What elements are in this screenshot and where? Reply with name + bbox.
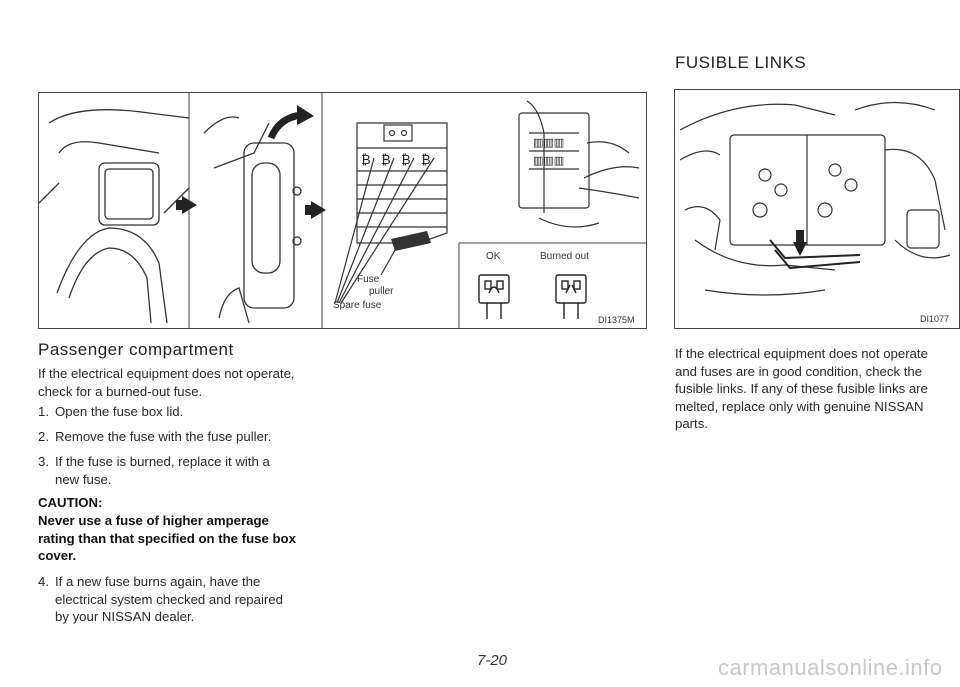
fusible-links-paragraph: If the electrical equipment does not ope… — [675, 346, 928, 431]
burned-out-label: Burned out — [540, 251, 589, 262]
step-3: 3. If the fuse is burned, replace it wit… — [38, 454, 270, 487]
svg-text:₿: ₿ — [421, 153, 431, 168]
battery-fusible-link-illustration — [679, 101, 951, 296]
fusible-link-box — [769, 239, 861, 270]
spare-fuse-label: Spare fuse — [333, 300, 382, 311]
small-fuse-icons: ▥▥▥ ▥▥▥ — [533, 136, 564, 167]
passenger-compartment-heading: Passenger compartment — [38, 340, 234, 359]
fuse-location-illustration: ₿ ₿ ₿ ₿ ▥▥▥ ▥▥▥ — [39, 93, 646, 328]
step-2: 2. Remove the fuse with the fuse puller. — [38, 429, 272, 444]
svg-text:₿: ₿ — [401, 153, 411, 168]
intro-paragraph: If the electrical equipment does not ope… — [38, 366, 295, 399]
page-number: 7-20 — [477, 652, 508, 669]
caution-body: Never use a fuse of higher amperage rati… — [38, 513, 296, 563]
footwell-sketch — [39, 109, 190, 324]
arrow-down-icon — [793, 242, 807, 256]
curved-arrow-icon — [297, 105, 314, 125]
step-4: 4. If a new fuse burns again, have the e… — [38, 574, 283, 624]
burned-fuse-icon — [555, 274, 587, 319]
fuse-puller-icon — [391, 231, 431, 251]
arrow-right-icon — [182, 196, 197, 214]
watermark: carmanualsonline.info — [718, 655, 943, 680]
side-panel-sketch — [203, 116, 302, 324]
fusible-links-heading: FUSIBLE LINKS — [675, 53, 807, 72]
hand-puller-sketch — [518, 100, 640, 228]
ok-label: OK — [486, 251, 501, 262]
passenger-compartment-figure: ₿ ₿ ₿ ₿ ▥▥▥ ▥▥▥ — [38, 92, 647, 329]
ok-fuse-icon — [478, 274, 510, 319]
svg-text:▥▥▥: ▥▥▥ — [533, 136, 564, 149]
svg-text:₿: ₿ — [361, 153, 371, 168]
figure-code-right: DI1077 — [920, 314, 950, 324]
step-1: 1. Open the fuse box lid. — [38, 404, 184, 419]
svg-text:▥▥▥: ▥▥▥ — [533, 154, 564, 167]
caution-title: CAUTION: — [38, 495, 103, 510]
svg-text:₿: ₿ — [381, 153, 391, 168]
fuse-box-sketch — [334, 122, 448, 304]
figure-code: DI1375M — [598, 315, 635, 325]
arrow-right-icon-2 — [311, 201, 326, 219]
fuse-row-icons: ₿ ₿ ₿ ₿ — [361, 153, 431, 168]
fuse-puller-label: Fuse puller — [357, 274, 394, 297]
engine-bay-figure: DI1077 — [674, 89, 960, 329]
